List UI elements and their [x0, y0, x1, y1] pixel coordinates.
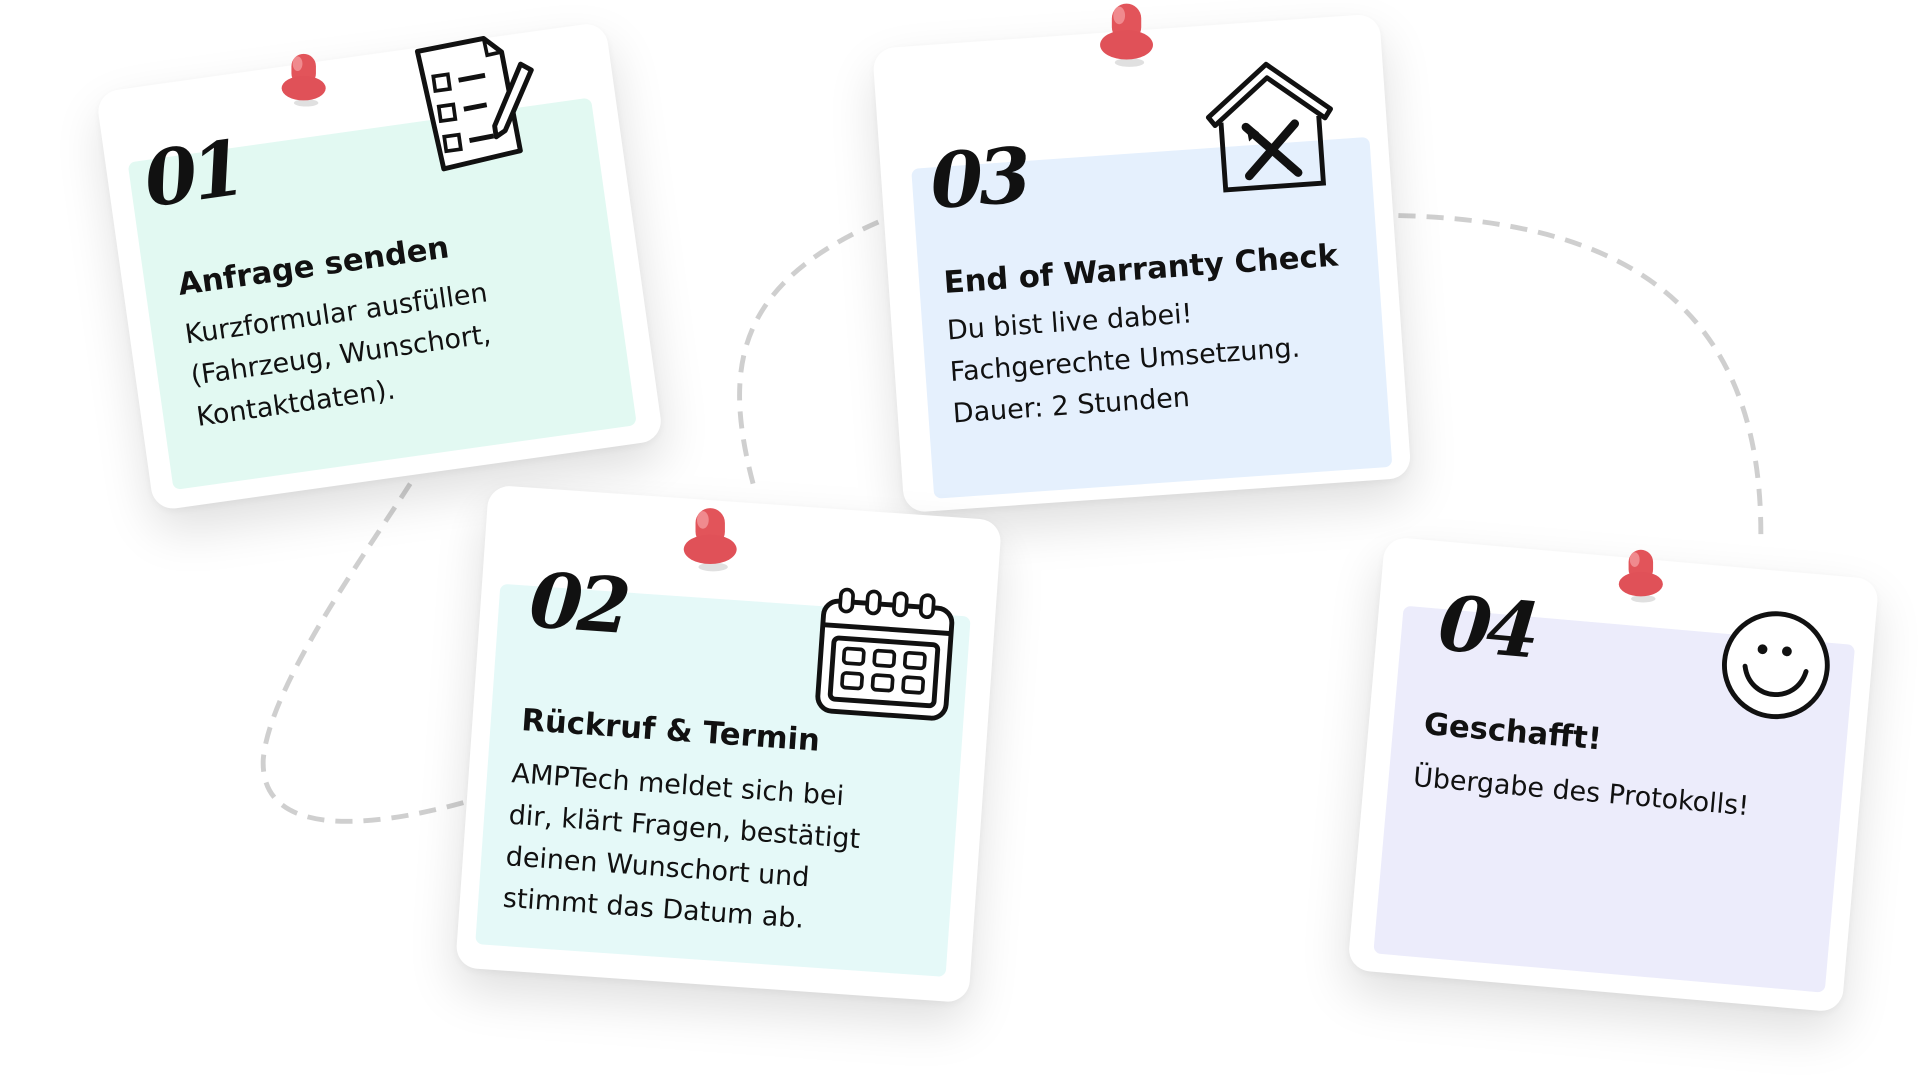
- calendar-icon: [815, 587, 955, 721]
- pushpin-icon: [683, 508, 737, 572]
- connector-01-02: [260, 482, 466, 824]
- step-card-01: 01 Anfrage senden Kurzformular ausfüllen…: [95, 21, 664, 512]
- step-number: 03: [927, 130, 1030, 227]
- pushpin-icon: [1618, 549, 1663, 603]
- step-card-04: 04 Geschafft! Übergabe des Protokolls!: [1347, 536, 1880, 1013]
- connector-02-03: [737, 215, 889, 485]
- pushpin-icon: [281, 53, 326, 107]
- step-description: Du bist live dabei! Fachgerechte Umsetzu…: [946, 287, 1305, 436]
- checklist-form-icon: [414, 35, 534, 172]
- pushpin-icon: [1100, 3, 1153, 67]
- step-card-02: 02 Rückruf & Termin AMPTech meldet sich …: [455, 484, 1002, 1004]
- step-card-03: 03 End of Warranty Check Du bist live da…: [872, 13, 1412, 514]
- smiley-icon: [1721, 611, 1830, 720]
- connector-03-04: [1398, 213, 1764, 539]
- house-tools-icon: [1205, 61, 1333, 193]
- step-number: 02: [526, 555, 629, 652]
- step-description: AMPTech meldet sich bei dir, klärt Frage…: [501, 754, 864, 945]
- step-number: 01: [138, 122, 247, 225]
- step-number: 04: [1435, 578, 1539, 676]
